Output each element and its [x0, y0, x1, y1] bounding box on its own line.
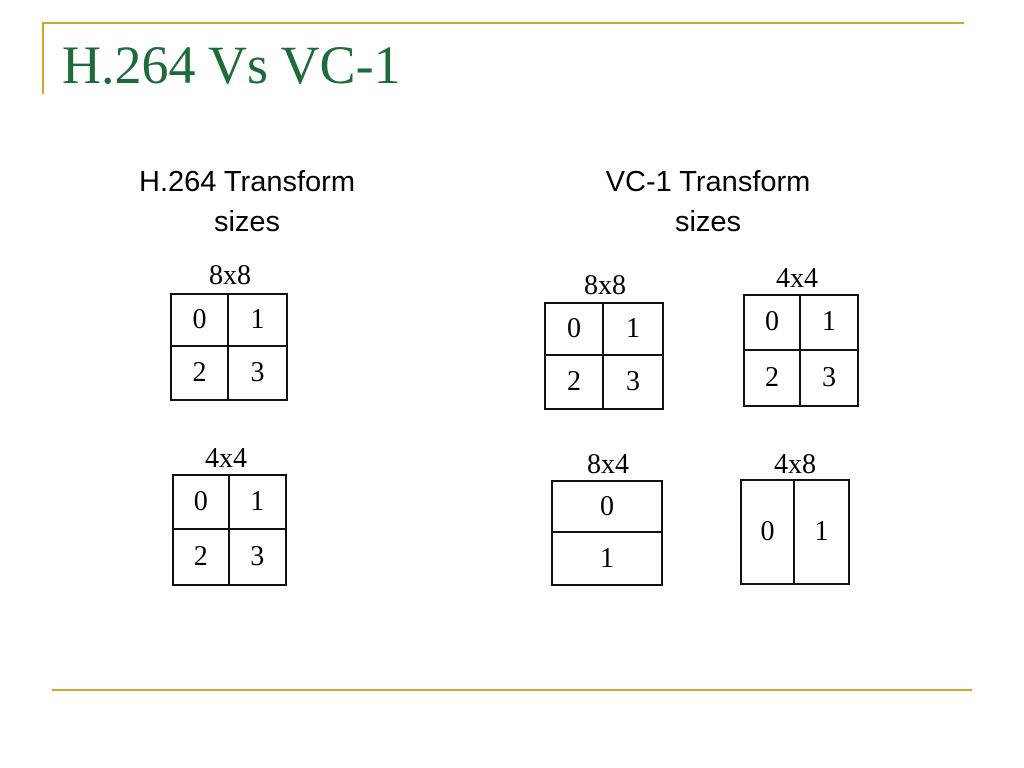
vc1-8x4-block: 0 1 — [551, 480, 663, 586]
footer-rule — [52, 689, 972, 691]
vc1-8x4-label: 8x4 — [587, 449, 629, 480]
vc1-8x8-cell-0: 0 — [546, 304, 604, 356]
vc1-heading-line1: VC-1 Transform — [605, 166, 811, 198]
vc1-4x8-block: 0 1 — [740, 479, 850, 585]
h264-heading: H.264 Transform sizes — [97, 162, 397, 242]
vc1-4x4-cell-1: 1 — [801, 296, 857, 351]
title-frame-top-rule — [42, 22, 964, 24]
h264-4x4-label: 4x4 — [205, 443, 247, 474]
h264-4x4-block: 0 1 2 3 — [172, 474, 287, 586]
vc1-4x4-label: 4x4 — [776, 263, 818, 294]
h264-4x4-cell-2: 2 — [174, 530, 230, 584]
vc1-8x4-cell-0: 0 — [553, 482, 661, 533]
vc1-heading-line2: sizes — [674, 206, 742, 238]
vc1-4x4-cell-0: 0 — [745, 296, 801, 351]
title-frame-left-rule — [42, 22, 44, 94]
vc1-4x4-block: 0 1 2 3 — [743, 294, 859, 407]
vc1-4x4-cell-3: 3 — [822, 361, 836, 393]
vc1-4x8-label: 4x8 — [774, 449, 816, 480]
h264-4x4-cell-0: 0 — [174, 476, 230, 530]
vc1-8x8-cell-2: 2 — [546, 356, 604, 408]
slide-title: H.264 Vs VC-1 — [62, 35, 401, 95]
vc1-8x8-cell-1: 1 — [604, 304, 662, 356]
h264-4x4-cell-1: 1 — [229, 476, 285, 530]
h264-8x8-label: 8x8 — [209, 260, 251, 291]
h264-heading-line2: sizes — [213, 206, 281, 238]
h264-8x8-cell-2: 2 — [172, 347, 229, 399]
h264-8x8-cell-1: 1 — [229, 295, 286, 347]
vc1-8x8-label: 8x8 — [584, 270, 626, 301]
vc1-8x8-block: 0 1 2 3 — [544, 302, 664, 410]
h264-8x8-cell-3: 3 — [250, 357, 265, 388]
h264-8x8-cell-0: 0 — [172, 295, 229, 347]
vc1-4x8-cell-1: 1 — [814, 516, 829, 547]
vc1-8x4-cell-1: 1 — [600, 542, 614, 574]
h264-4x4-cell-3: 3 — [250, 541, 265, 572]
vc1-4x4-cell-2: 2 — [745, 350, 801, 405]
vc1-heading: VC-1 Transform sizes — [558, 162, 858, 242]
vc1-8x8-cell-3: 3 — [626, 366, 640, 397]
h264-heading-line1: H.264 Transform — [139, 166, 355, 198]
h264-8x8-block: 0 1 2 3 — [170, 293, 288, 401]
vc1-4x8-cell-0: 0 — [742, 481, 795, 583]
